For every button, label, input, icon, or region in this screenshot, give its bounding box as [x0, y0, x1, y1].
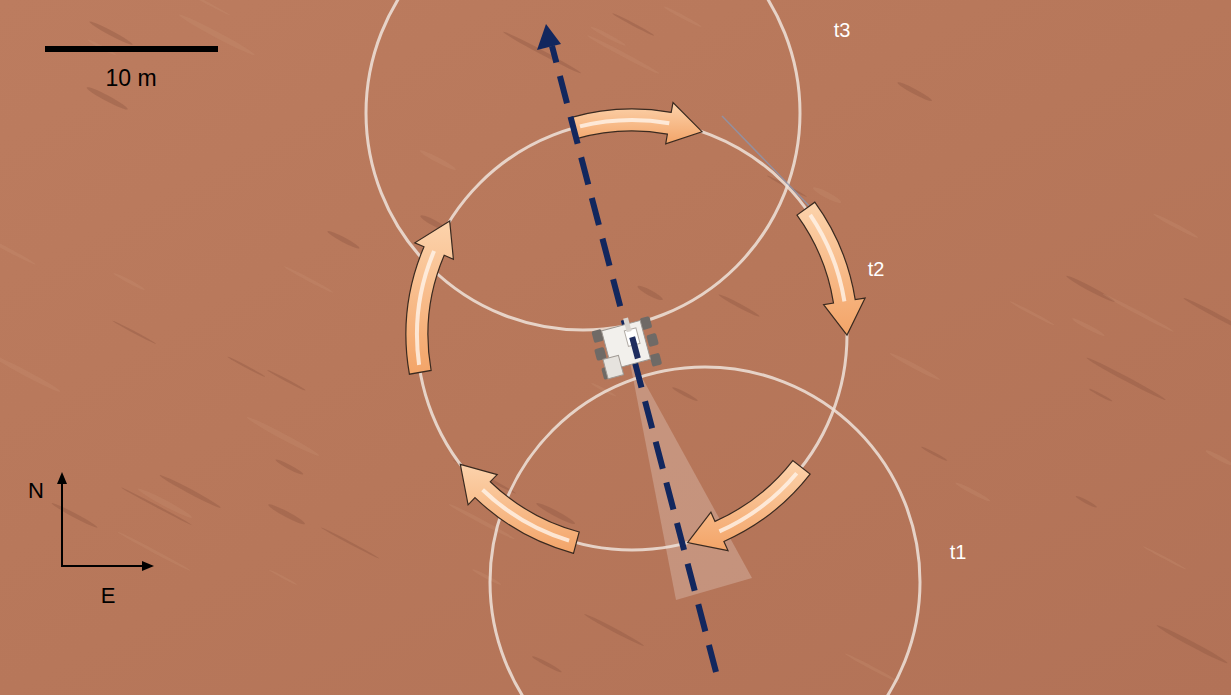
wind-streak	[531, 655, 562, 674]
wind-streak	[267, 502, 306, 526]
wind-streak	[174, 0, 231, 17]
compass-label: E	[101, 585, 116, 607]
compass-symbol	[57, 472, 154, 571]
time-label: t3	[834, 20, 851, 40]
wind-streak	[472, 568, 502, 586]
wind-streak	[812, 185, 843, 205]
wind-streak	[1153, 212, 1200, 239]
wind-streak	[636, 284, 664, 302]
wind-streak	[268, 569, 297, 586]
wind-streak	[718, 293, 761, 318]
wind-streak	[113, 271, 146, 291]
scale-bar	[45, 46, 218, 52]
wind-streak	[326, 229, 360, 250]
rover-image	[588, 312, 664, 381]
rotation-arrow	[797, 202, 865, 335]
wind-streak	[612, 12, 655, 37]
arrow-highlight	[417, 251, 434, 365]
time-label: t1	[950, 542, 967, 562]
wind-streak	[267, 369, 306, 392]
wind-streak	[586, 34, 660, 76]
rotation-arrow	[688, 461, 811, 551]
thin-streak	[722, 116, 815, 212]
wind-streak	[1065, 274, 1116, 304]
wind-streak	[245, 415, 320, 459]
wind-streak	[227, 356, 265, 378]
wind-streak	[671, 386, 698, 403]
time-label: t2	[868, 259, 885, 279]
wind-streak	[1009, 300, 1055, 327]
wind-streak	[1142, 545, 1186, 570]
wind-streak	[920, 446, 947, 462]
wind-streak	[1071, 317, 1105, 338]
wind-streak	[0, 234, 36, 266]
compass-label: N	[28, 480, 44, 502]
wind-streak	[1102, 292, 1175, 333]
wind-streak	[121, 487, 192, 526]
wind-streak	[275, 458, 304, 476]
wind-streak	[583, 612, 644, 647]
wind-streak	[1205, 449, 1231, 468]
arrow-highlight	[483, 490, 569, 541]
rotation-arrow	[460, 464, 579, 553]
arrow-highlight	[810, 215, 844, 302]
wind-streak	[590, 25, 627, 47]
arrow-highlight	[719, 473, 796, 531]
wind-streak	[419, 148, 457, 172]
rotation-arrow	[406, 221, 453, 374]
wind-streak	[0, 353, 62, 394]
wind-streak	[591, 382, 617, 398]
wind-streak	[896, 80, 933, 103]
position-circles	[366, 0, 920, 695]
wind-streak	[51, 501, 99, 529]
wind-streak	[283, 265, 334, 294]
wind-streak	[320, 526, 379, 559]
rotation-arrow	[570, 103, 702, 144]
rotation-arrows	[406, 103, 865, 554]
wind-streak	[1155, 623, 1228, 665]
wind-streak	[1183, 296, 1231, 338]
wind-streak	[954, 481, 991, 503]
scale-label: 10 m	[105, 67, 156, 90]
wind-streak	[663, 5, 702, 28]
wind-streak	[1086, 356, 1167, 402]
wind-streak	[844, 652, 901, 684]
wind-streak	[1089, 388, 1113, 403]
traverse-arrowhead	[537, 24, 561, 50]
traverse-line	[552, 46, 716, 672]
wind-streak	[112, 320, 156, 345]
wind-streak	[1075, 495, 1097, 509]
wind-streak	[137, 486, 194, 520]
view-wedge	[628, 352, 752, 600]
wind-streak	[889, 351, 941, 382]
arrow-highlight	[580, 120, 669, 126]
